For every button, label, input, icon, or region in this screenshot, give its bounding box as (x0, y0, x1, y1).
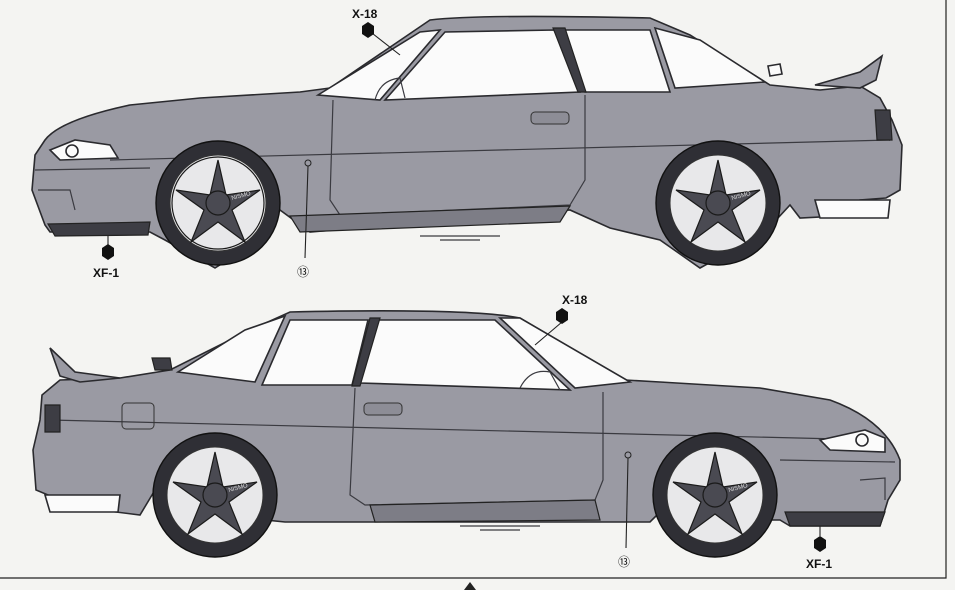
car-top-view: NISMO NISMO X-18 XF-1 ⑬ (31, 7, 903, 280)
car-bottom-windshield (497, 317, 633, 389)
wheel-logo: NISMO (231, 191, 252, 202)
car-bottom-antenna-base (151, 357, 173, 371)
car-bottom-side-skirt (369, 499, 601, 523)
car-bottom-view: NISMO NISMO X-18 XF-1 ⑬ (32, 293, 901, 571)
car-bottom-mirror (519, 370, 561, 391)
car-top-headlight-lens (65, 144, 79, 158)
car-top-b-pillar (552, 27, 587, 93)
car-top-front-wheel: NISMO (155, 140, 281, 266)
car-top-underside (420, 235, 500, 241)
car-top-taillight (874, 109, 893, 141)
car-bottom-door-handle (363, 402, 403, 416)
car-top-side-skirt (288, 205, 572, 233)
callout-top-part-leader (304, 165, 309, 259)
callout-bottom-x18-leader (534, 321, 563, 346)
car-bottom-side-line (49, 419, 881, 441)
wheel-logo: NISMO (228, 483, 249, 494)
car-bottom-rear-window (260, 319, 370, 386)
car-bottom-front-lip (784, 511, 886, 527)
car-top-rear-wing (814, 54, 884, 89)
car-bottom-bumper-lines (779, 459, 896, 500)
car-bottom-taillight (44, 404, 61, 433)
paint-marker-icon (102, 244, 114, 260)
rim (171, 156, 265, 250)
car-bottom-headlight-lens (855, 433, 869, 447)
car-top-antenna-base (767, 63, 783, 77)
paint-marker-icon (814, 536, 826, 552)
page-border (0, 0, 947, 579)
callout-top-part-number: ⑬ (297, 265, 309, 279)
car-top-quarter-glass (653, 26, 768, 89)
car-bottom-quarter-glass (175, 314, 287, 383)
car-top-bumper-lines (34, 167, 151, 211)
car-bottom-headlight (818, 429, 886, 453)
paint-marker-icon (556, 308, 568, 324)
car-top-mirror (374, 77, 406, 101)
car-top-door-handle (530, 111, 570, 125)
callout-bottom-xf1-label: XF-1 (806, 557, 832, 571)
hub (202, 482, 228, 508)
car-top-rear-wheel: NISMO (655, 140, 781, 266)
car-bottom-b-pillar (351, 317, 381, 387)
callout-bottom-part-number: ⑬ (618, 555, 630, 569)
car-top-front-lip (46, 221, 151, 237)
hub (702, 482, 728, 508)
car-bottom-fuel-door (121, 402, 155, 430)
wheel-logo: NISMO (728, 483, 749, 494)
callout-bottom-x18-label: X-18 (562, 293, 588, 307)
paint-marker-icon (362, 22, 374, 38)
car-bottom-rear-wheel: NISMO (152, 432, 278, 558)
car-bottom-rear-wing (49, 347, 121, 383)
callout-top-xf1-label: XF-1 (93, 266, 119, 280)
hub (705, 190, 731, 216)
car-bottom-underside (460, 525, 540, 531)
car-top-windshield (315, 29, 442, 101)
callout-top-x18-label: X-18 (352, 7, 378, 21)
callout-bottom-part-leader (625, 457, 629, 549)
page-mark (464, 582, 476, 590)
hub (205, 190, 231, 216)
car-bottom-rear-diffuser (43, 494, 121, 513)
car-bottom-front-wheel: NISMO (652, 432, 778, 558)
car-top-rear-diffuser (813, 199, 891, 219)
wheel-logo: NISMO (731, 191, 752, 202)
